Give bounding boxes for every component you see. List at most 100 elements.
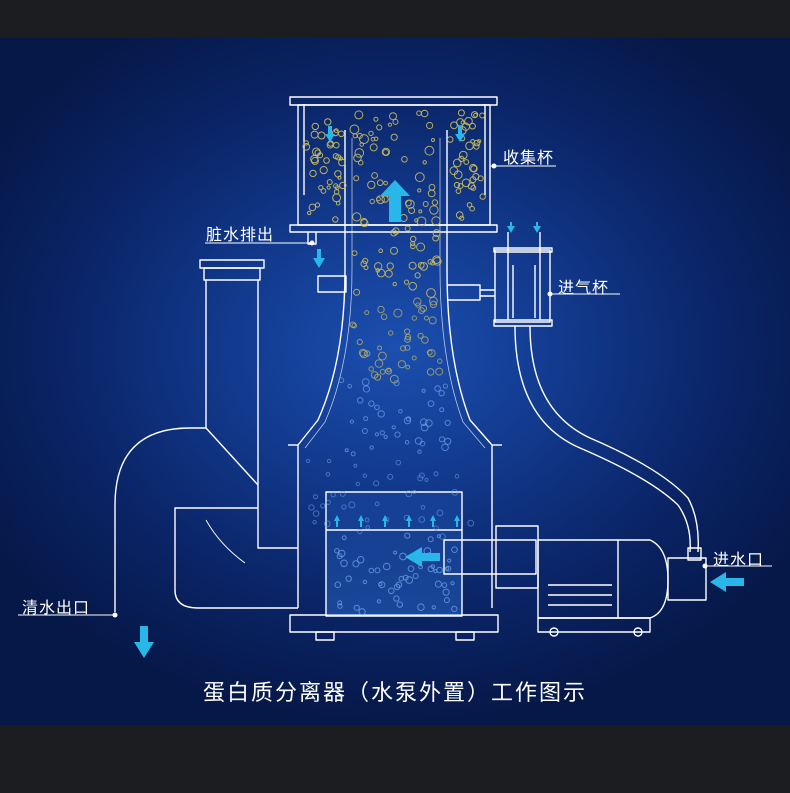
bubble [374, 359, 384, 368]
bubble [379, 368, 386, 375]
inlet-arrow-icon [710, 572, 744, 592]
bubble [477, 139, 482, 144]
bubble [351, 322, 358, 329]
bubble [373, 136, 379, 142]
bubble [434, 385, 441, 392]
bubble [450, 581, 455, 586]
pump-flow-arrow-icon [405, 547, 440, 567]
bubble [336, 553, 343, 560]
bubble [437, 358, 443, 364]
bubble [472, 173, 480, 181]
bubble [369, 143, 378, 152]
bubble [364, 310, 370, 316]
bubble [411, 355, 417, 361]
bubble [339, 490, 346, 497]
bubble [361, 428, 368, 434]
bubble [353, 153, 362, 163]
air-intake-cup [494, 249, 551, 323]
bubble [427, 565, 434, 573]
bubble [363, 416, 369, 422]
bubble [430, 260, 436, 266]
bubble [361, 378, 370, 387]
bubble [378, 351, 387, 361]
bubble [333, 141, 340, 149]
bubble [362, 473, 367, 478]
bubble [447, 558, 452, 563]
bubble [350, 451, 356, 457]
bubble [439, 407, 445, 413]
bubble [456, 118, 465, 127]
bubble [371, 172, 379, 179]
bubble [381, 195, 389, 203]
bubble [393, 550, 398, 555]
bubble [389, 112, 397, 121]
bubble [453, 181, 461, 189]
bubble [357, 159, 364, 166]
bubble [417, 332, 424, 339]
bubble [337, 600, 343, 606]
bubble [349, 321, 356, 328]
bubble [332, 216, 339, 223]
bubble [324, 118, 332, 126]
bubble [431, 138, 435, 142]
bubble [452, 158, 462, 168]
bubble [357, 528, 363, 535]
up-arrow-icon [380, 180, 410, 222]
bubble [453, 170, 463, 180]
chamber-up-arrow-icon [358, 515, 364, 527]
bubble [392, 118, 399, 125]
bubble [388, 587, 395, 595]
bubble [374, 501, 380, 507]
bubble [338, 156, 343, 161]
chamber-up-arrows [334, 515, 460, 527]
label-clean-water-outlet: 清水出口 [22, 598, 91, 617]
bubble [429, 205, 439, 215]
bubble [376, 179, 384, 186]
bubble [365, 525, 371, 530]
bubble [323, 520, 331, 528]
bubble [369, 445, 374, 450]
bubble [348, 501, 356, 509]
chamber-up-arrow-icon [454, 515, 460, 527]
bubble [441, 582, 448, 588]
bubble [404, 333, 412, 341]
bubble [455, 188, 462, 194]
bubble [353, 288, 361, 296]
bubble [334, 548, 340, 554]
bubble [426, 349, 433, 356]
bubble [374, 373, 382, 381]
collection-cup-base [289, 224, 498, 233]
bubble [382, 149, 390, 156]
bubble [359, 349, 369, 359]
bubble [382, 562, 391, 571]
bubble [454, 473, 460, 479]
bubble [357, 397, 364, 404]
bubble [471, 111, 479, 119]
bubble [333, 183, 339, 189]
bubble [375, 268, 381, 273]
bubble [457, 183, 464, 189]
bubble [308, 203, 317, 212]
bubbles [302, 109, 486, 616]
bubble [442, 588, 450, 596]
bubble [442, 383, 448, 389]
bubble [417, 261, 425, 269]
bubble [433, 525, 439, 531]
bubble [463, 159, 470, 165]
bubble [326, 179, 333, 186]
bubble [374, 404, 380, 411]
air-down-arrow-right-icon [533, 222, 541, 233]
bubble [362, 257, 369, 264]
bubble [410, 235, 417, 243]
bubble [340, 559, 348, 568]
bubble [311, 122, 319, 131]
bubble [358, 348, 367, 357]
bubble [320, 503, 326, 509]
bubble [415, 302, 421, 308]
bubble [404, 336, 412, 343]
bubble [388, 330, 394, 336]
bubble [347, 383, 353, 389]
bubble [383, 180, 388, 186]
bubble [431, 605, 436, 610]
bubble [428, 316, 437, 325]
